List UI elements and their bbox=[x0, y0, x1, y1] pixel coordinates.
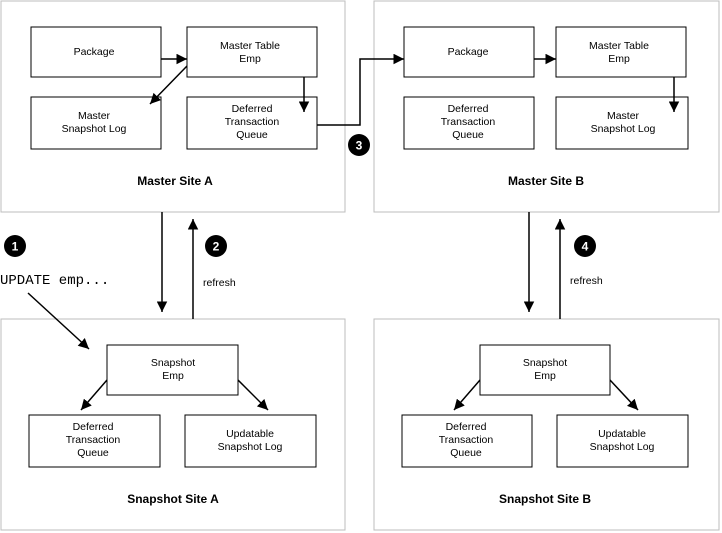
master-snapshot-log-box-a bbox=[30, 96, 162, 150]
propagation-arrow bbox=[317, 53, 404, 126]
deferred-queue-label-a-line1: Deferred bbox=[232, 103, 273, 115]
snapshot-label-b-line2: Emp bbox=[534, 370, 556, 382]
snapshot-site-b: Snapshot Emp Deferred Transaction Queue … bbox=[373, 318, 720, 531]
snapshot-to-queue-arrow-b bbox=[453, 379, 481, 411]
master-site-b: Package Master Table Emp Deferred Transa… bbox=[373, 0, 720, 213]
step-badge-4: 4 bbox=[574, 235, 596, 257]
package-label-a: Package bbox=[74, 46, 115, 58]
updatable-log-label-b-line2: Snapshot Log bbox=[590, 441, 655, 453]
updatable-log-label-a-line1: Updatable bbox=[226, 428, 274, 440]
snapshot-to-log-arrow-b bbox=[609, 379, 639, 411]
deferred-queue-label-b-line3: Queue bbox=[452, 129, 484, 141]
master-site-a-title: Master Site A bbox=[137, 174, 213, 188]
master-site-b-title: Master Site B bbox=[508, 174, 584, 188]
master-table-box-a bbox=[186, 26, 318, 78]
refresh-label-b: refresh bbox=[570, 275, 603, 287]
master-snapshot-log-label-b-line1: Master bbox=[607, 110, 640, 122]
deferred-queue-box-b bbox=[403, 96, 535, 150]
deferred-queue-label-a-line2: Transaction bbox=[225, 116, 280, 128]
package-label-b: Package bbox=[448, 46, 489, 58]
snapshot-deferred-queue-label-b-line1: Deferred bbox=[446, 421, 487, 433]
snapshot-deferred-queue-box-a bbox=[28, 414, 161, 468]
update-statement: UPDATE emp... bbox=[0, 273, 109, 289]
deferred-queue-label-b-line2: Transaction bbox=[441, 116, 496, 128]
step-badge-3: 3 bbox=[348, 134, 370, 156]
refresh-label-a: refresh bbox=[203, 277, 236, 289]
master-snapshot-log-label-b-line2: Snapshot Log bbox=[591, 123, 656, 135]
snapshot-deferred-queue-label-a-line2: Transaction bbox=[66, 434, 121, 446]
snapshot-to-log-arrow-a bbox=[237, 379, 269, 411]
step-badge-1: 1 bbox=[4, 235, 26, 257]
snapshot-deferred-queue-label-a-line1: Deferred bbox=[73, 421, 114, 433]
updatable-log-box-b bbox=[556, 414, 689, 468]
master-table-box-b bbox=[555, 26, 687, 78]
master-table-label-b-line1: Master Table bbox=[589, 40, 649, 52]
step-badge-2: 2 bbox=[205, 235, 227, 257]
snapshot-site-a: Snapshot Emp Deferred Transaction Queue … bbox=[0, 318, 346, 531]
updatable-log-box-a bbox=[184, 414, 317, 468]
deferred-queue-box-a bbox=[186, 96, 318, 150]
snapshot-label-a-line2: Emp bbox=[162, 370, 184, 382]
step-number-4: 4 bbox=[582, 240, 589, 254]
snapshot-label-b-line1: Snapshot bbox=[523, 357, 567, 369]
master-site-a: Package Master Table Emp Master Snapshot… bbox=[0, 0, 346, 213]
master-snapshot-log-label-a-line1: Master bbox=[78, 110, 111, 122]
update-arrow bbox=[27, 292, 90, 350]
package-box-a bbox=[30, 26, 162, 78]
step-number-2: 2 bbox=[213, 240, 220, 254]
snapshot-deferred-queue-label-b-line2: Transaction bbox=[439, 434, 494, 446]
deferred-queue-label-a-line3: Queue bbox=[236, 129, 268, 141]
snapshot-box-b bbox=[479, 344, 611, 396]
master-snapshot-log-label-a-line2: Snapshot Log bbox=[62, 123, 127, 135]
master-table-label-b-line2: Emp bbox=[608, 53, 630, 65]
snapshot-deferred-queue-box-b bbox=[401, 414, 533, 468]
table-to-log-arrow-a bbox=[149, 65, 188, 105]
snapshot-label-a-line1: Snapshot bbox=[151, 357, 195, 369]
master-table-label-a-line1: Master Table bbox=[220, 40, 280, 52]
updatable-log-label-b-line1: Updatable bbox=[598, 428, 646, 440]
snapshot-deferred-queue-label-a-line3: Queue bbox=[77, 447, 109, 459]
master-snapshot-log-box-b bbox=[555, 96, 689, 150]
package-box-b bbox=[403, 26, 535, 78]
step-number-1: 1 bbox=[12, 240, 19, 254]
step-number-3: 3 bbox=[356, 139, 363, 153]
deferred-queue-label-b-line1: Deferred bbox=[448, 103, 489, 115]
snapshot-deferred-queue-label-b-line3: Queue bbox=[450, 447, 482, 459]
master-table-label-a-line2: Emp bbox=[239, 53, 261, 65]
snapshot-to-queue-arrow-a bbox=[80, 379, 108, 411]
snapshot-box-a bbox=[106, 344, 239, 396]
snapshot-site-b-title: Snapshot Site B bbox=[499, 492, 591, 506]
updatable-log-label-a-line2: Snapshot Log bbox=[218, 441, 283, 453]
snapshot-site-a-title: Snapshot Site A bbox=[127, 492, 219, 506]
